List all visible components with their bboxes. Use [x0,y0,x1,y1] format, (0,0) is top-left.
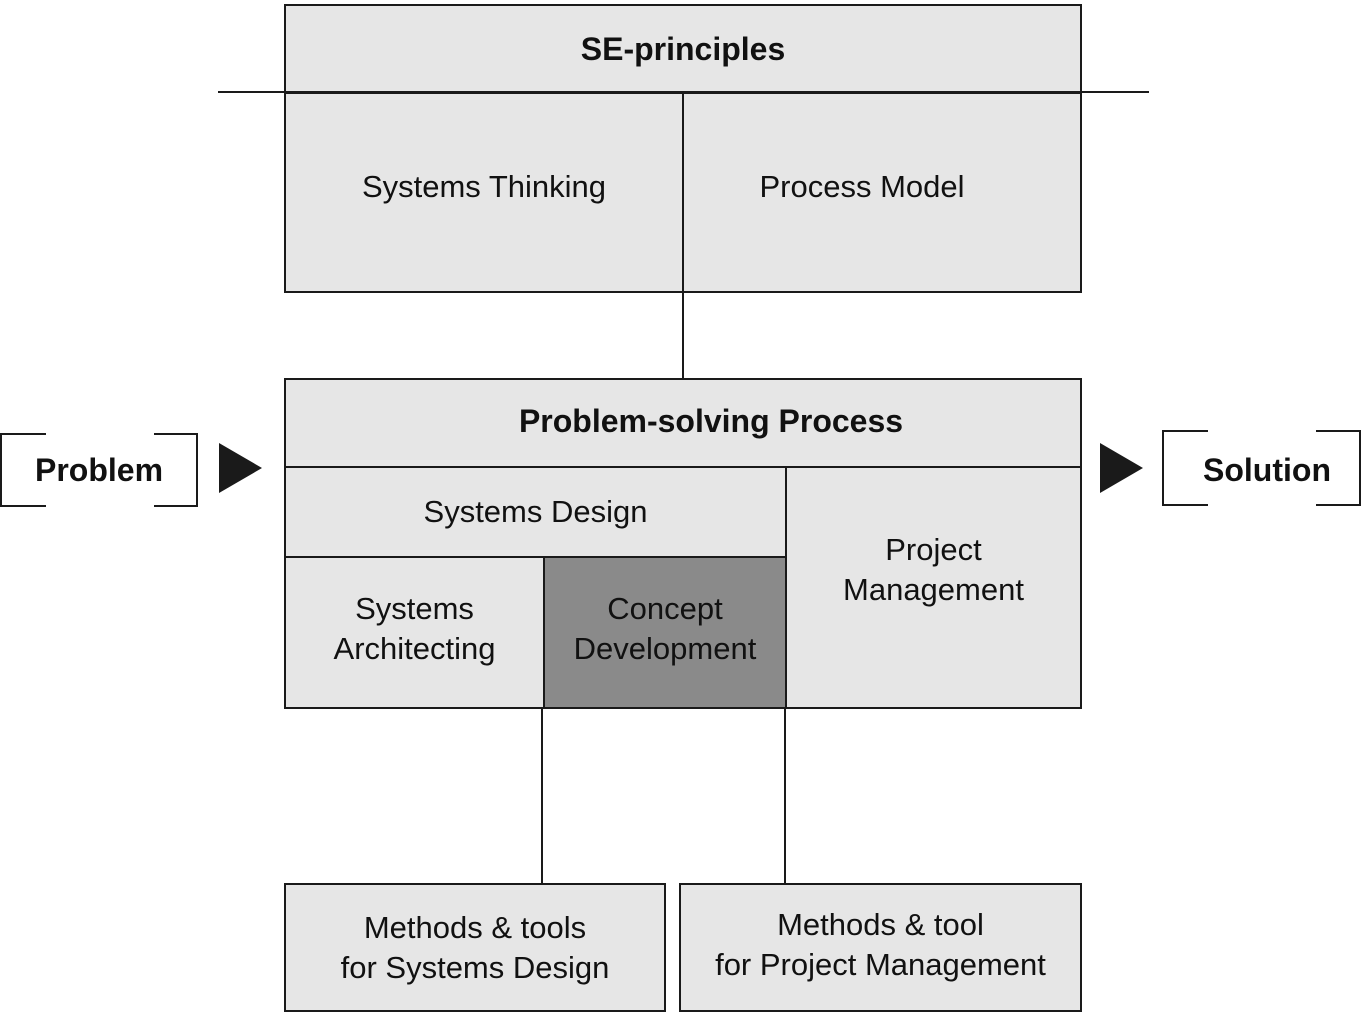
problem-solving-process-box: Problem-solving Process [284,378,1082,468]
process-model-box: Process Model [682,92,1082,293]
connector-pm-to-methods [784,706,786,886]
systems-design-box: Systems Design [284,466,787,558]
solution-bracket-gap-top [1208,429,1316,434]
principles-divider-overlay [218,91,1149,93]
systems-thinking-box: Systems Thinking [284,92,684,293]
se-principles-box: SE-principles [284,4,1082,94]
output-arrow-icon [1100,443,1143,493]
connector-concept-to-methods [541,706,543,886]
problem-bracket-gap-bottom [46,503,154,509]
input-arrow-icon [219,443,262,493]
project-management-box: Project Management [785,466,1082,709]
concept-development-box: Concept Development [543,556,787,709]
connector-principles-to-process [682,290,684,380]
problem-label: Problem [34,452,164,488]
methods-project-management-box: Methods & tool for Project Management [679,883,1082,1012]
systems-architecting-box: Systems Architecting [284,556,545,709]
problem-bracket-gap-top [46,432,154,437]
solution-label: Solution [1203,452,1331,488]
solution-bracket-gap-bottom [1208,502,1316,508]
methods-systems-design-box: Methods & tools for Systems Design [284,883,666,1012]
